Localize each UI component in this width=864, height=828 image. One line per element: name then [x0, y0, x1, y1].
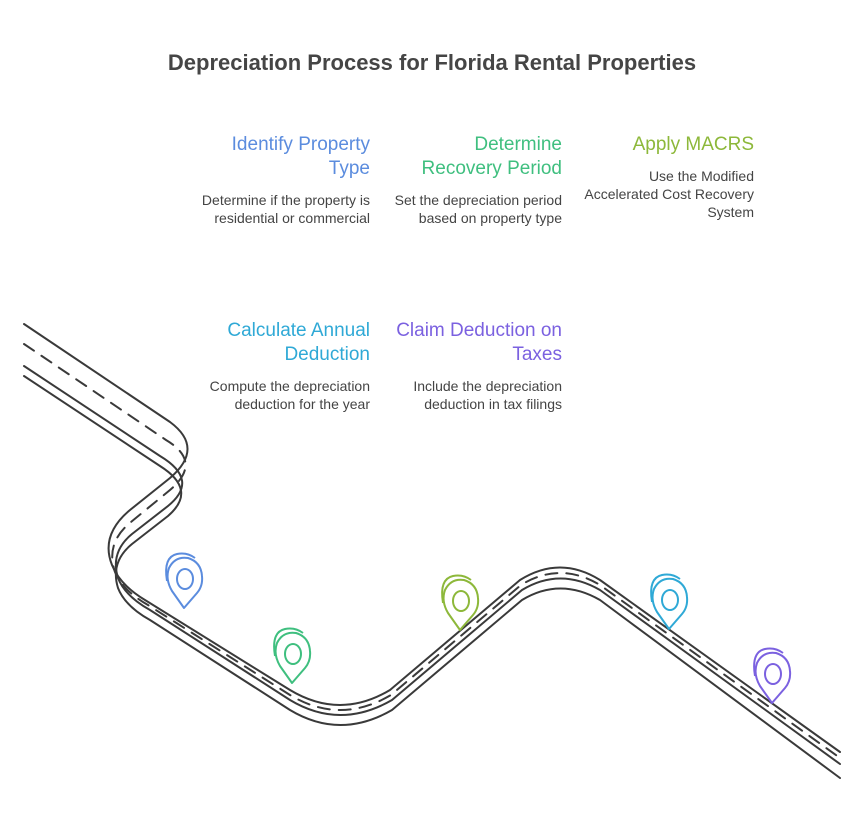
- map-pin-icon: [442, 576, 478, 631]
- step-calculate-annual-deduction: Calculate Annual Deduction Compute the d…: [200, 319, 370, 413]
- step-title: Apply MACRS: [584, 133, 754, 157]
- step-identify-property-type: Identify Property Type Determine if the …: [200, 133, 370, 227]
- step-title: Determine Recovery Period: [392, 133, 562, 181]
- step-determine-recovery-period: Determine Recovery Period Set the deprec…: [392, 133, 562, 227]
- step-title: Claim Deduction on Taxes: [392, 319, 562, 367]
- step-claim-deduction-on-taxes: Claim Deduction on Taxes Include the dep…: [392, 319, 562, 413]
- step-description: Set the depreciation period based on pro…: [392, 191, 562, 227]
- step-description: Compute the depreciation deduction for t…: [200, 377, 370, 413]
- step-title: Calculate Annual Deduction: [200, 319, 370, 367]
- map-pin-icon: [166, 554, 202, 609]
- road-edge-base: [24, 376, 840, 778]
- step-description: Include the depreciation deduction in ta…: [392, 377, 562, 413]
- step-title: Identify Property Type: [200, 133, 370, 181]
- map-pin-icon: [274, 629, 310, 684]
- step-description: Determine if the property is residential…: [200, 191, 370, 227]
- step-description: Use the Modified Accelerated Cost Recove…: [584, 167, 754, 221]
- step-apply-macrs: Apply MACRS Use the Modified Accelerated…: [584, 133, 754, 221]
